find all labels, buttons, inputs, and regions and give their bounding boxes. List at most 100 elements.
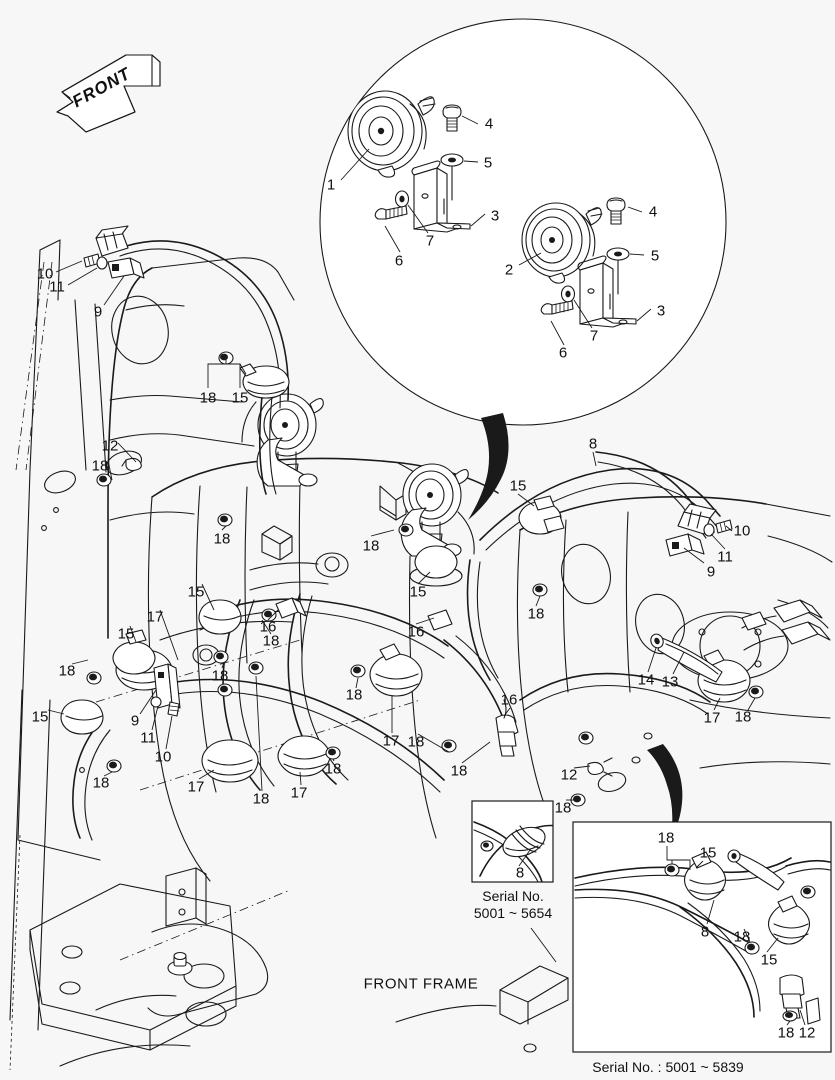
callout-ref: 10 [733,522,751,540]
inset-clamp-15-b [767,895,811,945]
callout-ref: 8 [588,435,598,453]
inset-small-caption-line2: 5001 ~ 5654 [473,905,553,921]
callout-ref: 18 [262,632,280,650]
washer-part-7-right [560,285,576,303]
washer-part-5-left [440,153,464,201]
bolt-10-right [703,519,733,537]
inset-small-caption-line1: Serial No. [482,888,544,904]
callout-ref: 9 [130,712,140,730]
horn-mounted-left [241,393,324,487]
connector-right-plug [741,611,767,631]
connector-left-top [95,225,129,257]
connector-16-a [275,597,307,619]
bracket-9-right [665,533,705,557]
callout-ref: 15 [117,625,135,643]
callout-ref: 1 [326,176,336,194]
callout-ref: 12 [101,437,119,455]
callout-ref: 17 [290,784,308,802]
callout-ref: 18 [211,667,229,685]
callout-ref: 18 [450,762,468,780]
bracket-part-3-right [577,255,637,328]
callout-ref: 18 [554,799,572,817]
callout-ref: 8 [700,923,710,941]
clamp-15-mid [198,599,242,635]
callout-ref: 16 [259,618,277,636]
callout-ref: 11 [717,548,733,566]
callout-ref: 18 [199,389,217,407]
callout-ref: 4 [648,203,658,221]
washer-part-7-left [394,190,410,208]
callout-ref: 18 [58,662,76,680]
callout-ref: 18 [362,537,380,555]
bolt-part-6-right [540,300,574,315]
bolt-part-6-left [374,205,408,220]
bracket-9-lower-left [153,663,181,709]
callout-ref: 18 [324,760,342,778]
callout-ref: 15 [231,389,249,407]
connector-16-b [427,609,453,631]
callout-ref: 18 [252,790,270,808]
callout-ref: 11 [49,278,65,296]
clip-12-left [121,457,142,472]
callout-ref: 17 [703,709,721,727]
inset-large-contents [574,846,831,1026]
nut-18-group [86,473,764,807]
inset-nuts [664,863,816,1022]
bracket-part-3-left [411,160,471,233]
clamp-upper-left [239,363,290,399]
callout-ref: 10 [154,748,172,766]
connector-block-right [741,599,831,651]
washer-11-upper-left [96,256,108,270]
callout-ref: 18 [734,708,752,726]
callout-ref: 17 [382,732,400,750]
callout-ref: 3 [490,207,500,225]
clamp-15-center [414,545,458,579]
callout-ref: 4 [484,115,494,133]
bolt-10-lower-left [167,701,180,717]
clamp-17-c [277,735,331,777]
callout-ref: 16 [500,691,518,709]
callout-ref: 18 [213,530,231,548]
clamp-17-d [369,643,423,697]
front-direction-arrow [56,54,161,133]
callout-ref: 15 [509,477,527,495]
callout-ref: 15 [760,951,778,969]
washer-11-lower-left [150,696,162,708]
callout-ref: 2 [504,261,514,279]
connector-16-d [543,515,565,533]
bolt-10-upper-left [83,253,101,268]
callout-ref: 15 [699,844,717,862]
callout-ref: 3 [656,302,666,320]
callout-ref: 18 [527,605,545,623]
callout-ref: 12 [560,766,578,784]
callout-ref: 18 [777,1024,795,1042]
clamp-17-b [201,739,259,783]
callout-ref: 18 [733,928,751,946]
main-leaders [47,260,756,801]
bracket-9-upper-left [107,257,145,279]
callout-ref: 18 [92,774,110,792]
callout-ref: 6 [558,344,568,362]
detail-circle-outline [319,18,727,426]
callout-ref: 18 [91,457,109,475]
clip-12-mid [587,757,613,777]
callout-ref: 15 [187,583,205,601]
connector-16-c [495,699,519,757]
page-title: FRONT FRAME [363,975,479,993]
inset-tube-rod [727,849,785,891]
inset-pointer-arrow [647,744,683,838]
connector-right-top [677,503,717,535]
callout-ref: 12 [798,1024,816,1042]
callout-ref: 18 [407,733,425,751]
callout-ref: 10 [36,265,54,283]
inset-small-contents [473,821,553,882]
inset-large-caption: Serial No. : 5001 ~ 5839 [592,1059,744,1075]
callout-ref: 8 [515,864,525,882]
washer-part-5-right [606,247,630,295]
callout-ref: 11 [140,729,156,747]
bolt-part-4-right [606,197,626,225]
callout-ref: 18 [657,829,675,847]
hose-network [60,225,831,841]
